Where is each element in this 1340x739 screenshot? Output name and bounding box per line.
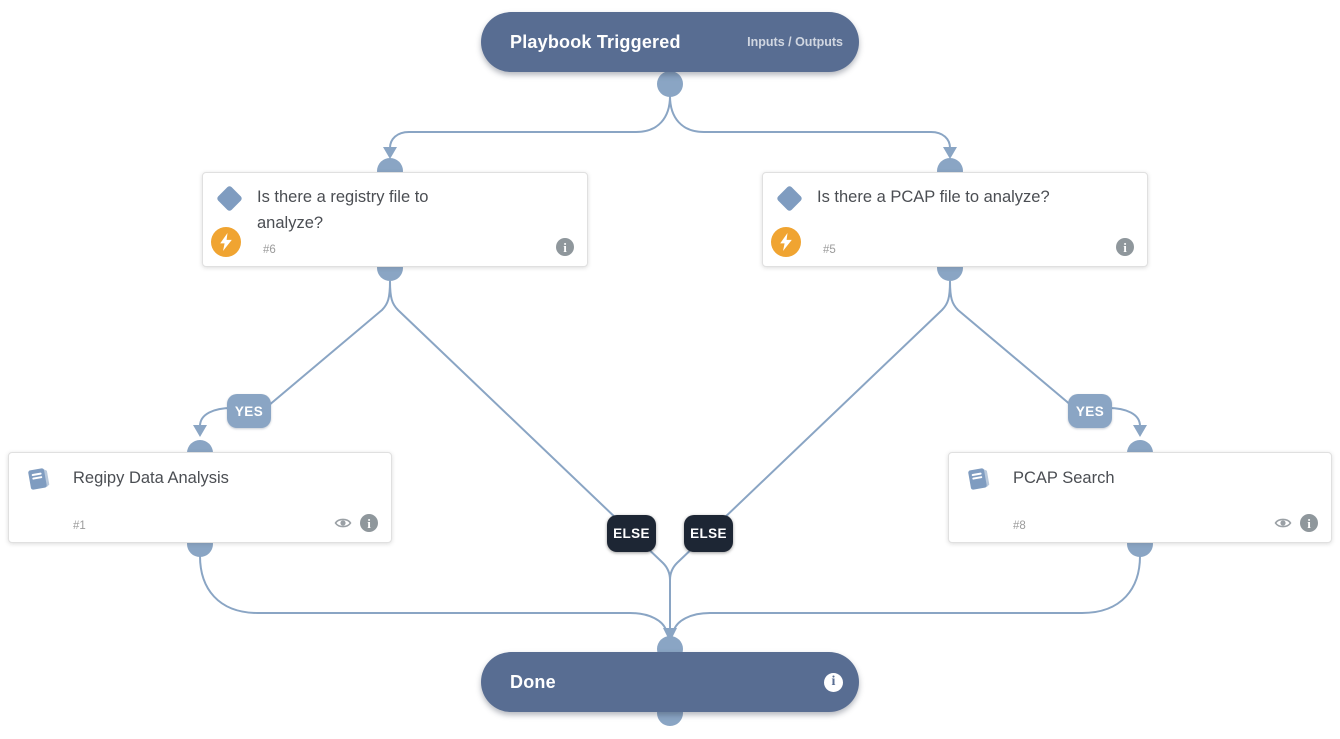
task-number: #8 [1013, 520, 1026, 532]
info-icon[interactable]: i [360, 514, 378, 532]
port-dot [657, 71, 683, 97]
subplaybook-node-regipy[interactable]: Regipy Data Analysis #1 i [8, 452, 392, 543]
task-title: Regipy Data Analysis [73, 469, 229, 487]
preview-eye-icon[interactable] [1273, 514, 1293, 532]
edge-task-right-to-done [673, 555, 1141, 631]
info-icon[interactable]: i [556, 238, 574, 256]
edge-condition-left-yes [267, 280, 391, 407]
branch-label-else-left: ELSE [607, 515, 656, 552]
arrowhead [383, 147, 397, 159]
task-title: PCAP Search [1013, 469, 1115, 487]
edge-condition-right-else [669, 280, 951, 581]
branch-label-yes-right: YES [1068, 394, 1112, 428]
task-number: #6 [263, 244, 276, 256]
inputs-outputs-link[interactable]: Inputs / Outputs [747, 35, 843, 49]
condition-diamond-icon [776, 185, 803, 212]
branch-label-yes-left: YES [227, 394, 271, 428]
condition-diamond-icon [216, 185, 243, 212]
condition-title: Is there a registry file to analyze? [257, 188, 429, 232]
trigger-title: Playbook Triggered [510, 31, 681, 52]
condition-title: Is there a PCAP file to analyze? [817, 188, 1050, 206]
playbook-book-icon [25, 465, 53, 493]
condition-node-registry[interactable]: Is there a registry file to analyze? #6 … [202, 172, 588, 267]
task-number: #5 [823, 244, 836, 256]
info-icon[interactable]: i [824, 672, 843, 692]
info-icon[interactable]: i [1300, 514, 1318, 532]
task-number: #1 [73, 520, 86, 532]
arrowhead [943, 147, 957, 159]
arrowhead [1133, 425, 1147, 437]
branch-label-else-right: ELSE [684, 515, 733, 552]
condition-node-pcap[interactable]: Is there a PCAP file to analyze? #5 i [762, 172, 1148, 267]
subplaybook-node-pcap-search[interactable]: PCAP Search #8 i [948, 452, 1332, 543]
done-title: Done [510, 671, 556, 692]
arrowhead [663, 628, 677, 642]
edge-task-left-to-done [199, 555, 667, 631]
playbook-triggered-node[interactable]: Playbook Triggered Inputs / Outputs [481, 12, 859, 72]
edge-trigger-to-condition-left [389, 95, 671, 149]
edge-trigger-to-condition-right [669, 95, 951, 149]
preview-eye-icon[interactable] [333, 514, 353, 532]
automation-bolt-icon [211, 227, 241, 257]
edge-condition-left-else [389, 280, 671, 581]
info-icon[interactable]: i [1116, 238, 1134, 256]
edge-condition-right-yes [949, 280, 1073, 407]
edge-yes-right-to-task [1107, 407, 1141, 427]
done-node[interactable]: Done i [481, 652, 859, 712]
playbook-book-icon [965, 465, 993, 493]
arrowhead [193, 425, 207, 437]
automation-bolt-icon [771, 227, 801, 257]
